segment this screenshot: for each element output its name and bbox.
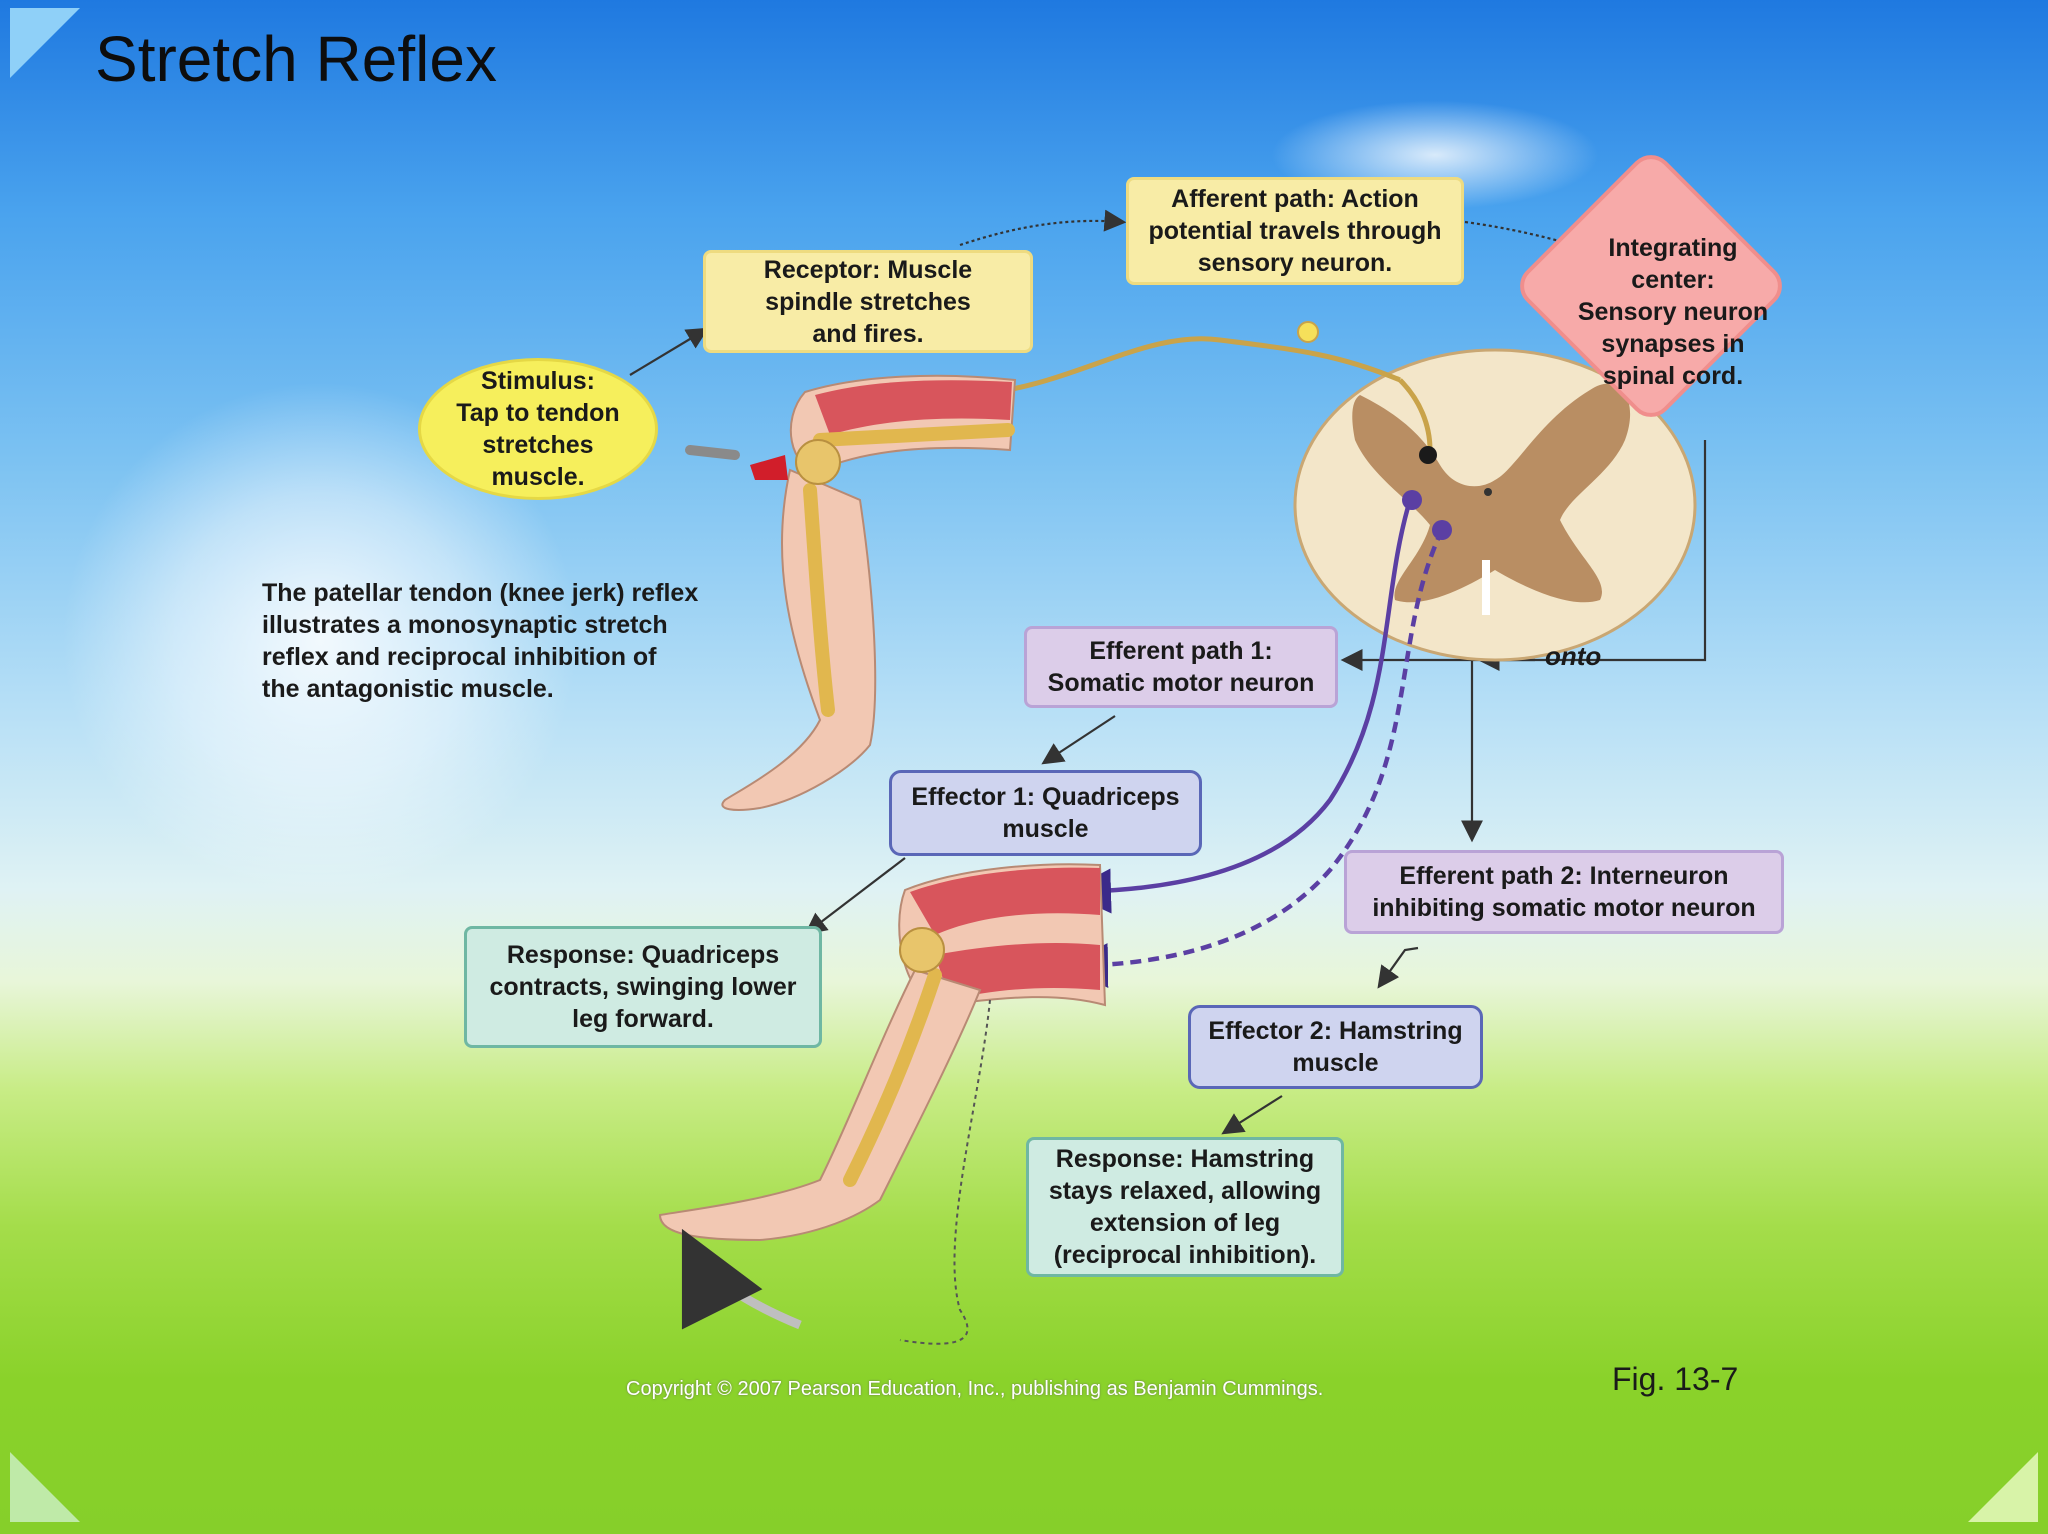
response-1-box: Response: Quadriceps contracts, swinging… — [464, 926, 822, 1048]
efferent-path-2-box: Efferent path 2: Interneuron inhibiting … — [1344, 850, 1784, 934]
stimulus-arrow — [685, 445, 740, 460]
corner-decoration-bottom-right — [1968, 1452, 2038, 1522]
receptor-box: Receptor: Muscle spindle stretches and f… — [703, 250, 1033, 353]
stimulus-ellipse: Stimulus: Tap to tendon stretches muscle… — [418, 358, 658, 500]
onto-label: onto — [1545, 641, 1602, 671]
leg-swing-arrow — [681, 1228, 802, 1330]
response-2-box: Response: Hamstring stays relaxed, allow… — [1026, 1137, 1344, 1277]
motor-neuron-1 — [1066, 499, 1413, 914]
corner-decoration-bottom-left — [10, 1452, 80, 1522]
figure-number: Fig. 13-7 — [1612, 1361, 1739, 1397]
figure-caption: The patellar tendon (knee jerk) reflex i… — [262, 579, 699, 703]
efferent-path-1-box: Efferent path 1: Somatic motor neuron — [1024, 626, 1338, 708]
corner-decoration-top-left — [10, 8, 80, 78]
leg-lower — [658, 863, 1107, 1345]
reflex-hammer-head — [750, 455, 788, 480]
sensory-neuron — [994, 336, 1401, 395]
action-potential-icon — [1297, 321, 1319, 343]
slide-title: Stretch Reflex — [95, 23, 497, 95]
copyright-notice: Copyright © 2007 Pearson Education, Inc.… — [626, 1378, 1324, 1400]
leg-upper — [685, 374, 1017, 811]
effector-1-box: Effector 1: Quadriceps muscle — [889, 770, 1202, 856]
effector-2-box: Effector 2: Hamstring muscle — [1188, 1005, 1483, 1089]
afferent-path-box: Afferent path: Action potential travels … — [1126, 177, 1464, 285]
motor-neuron-2 — [1063, 529, 1445, 989]
integrating-center-label: Integrating center: Sensory neuron synap… — [1577, 234, 1769, 390]
